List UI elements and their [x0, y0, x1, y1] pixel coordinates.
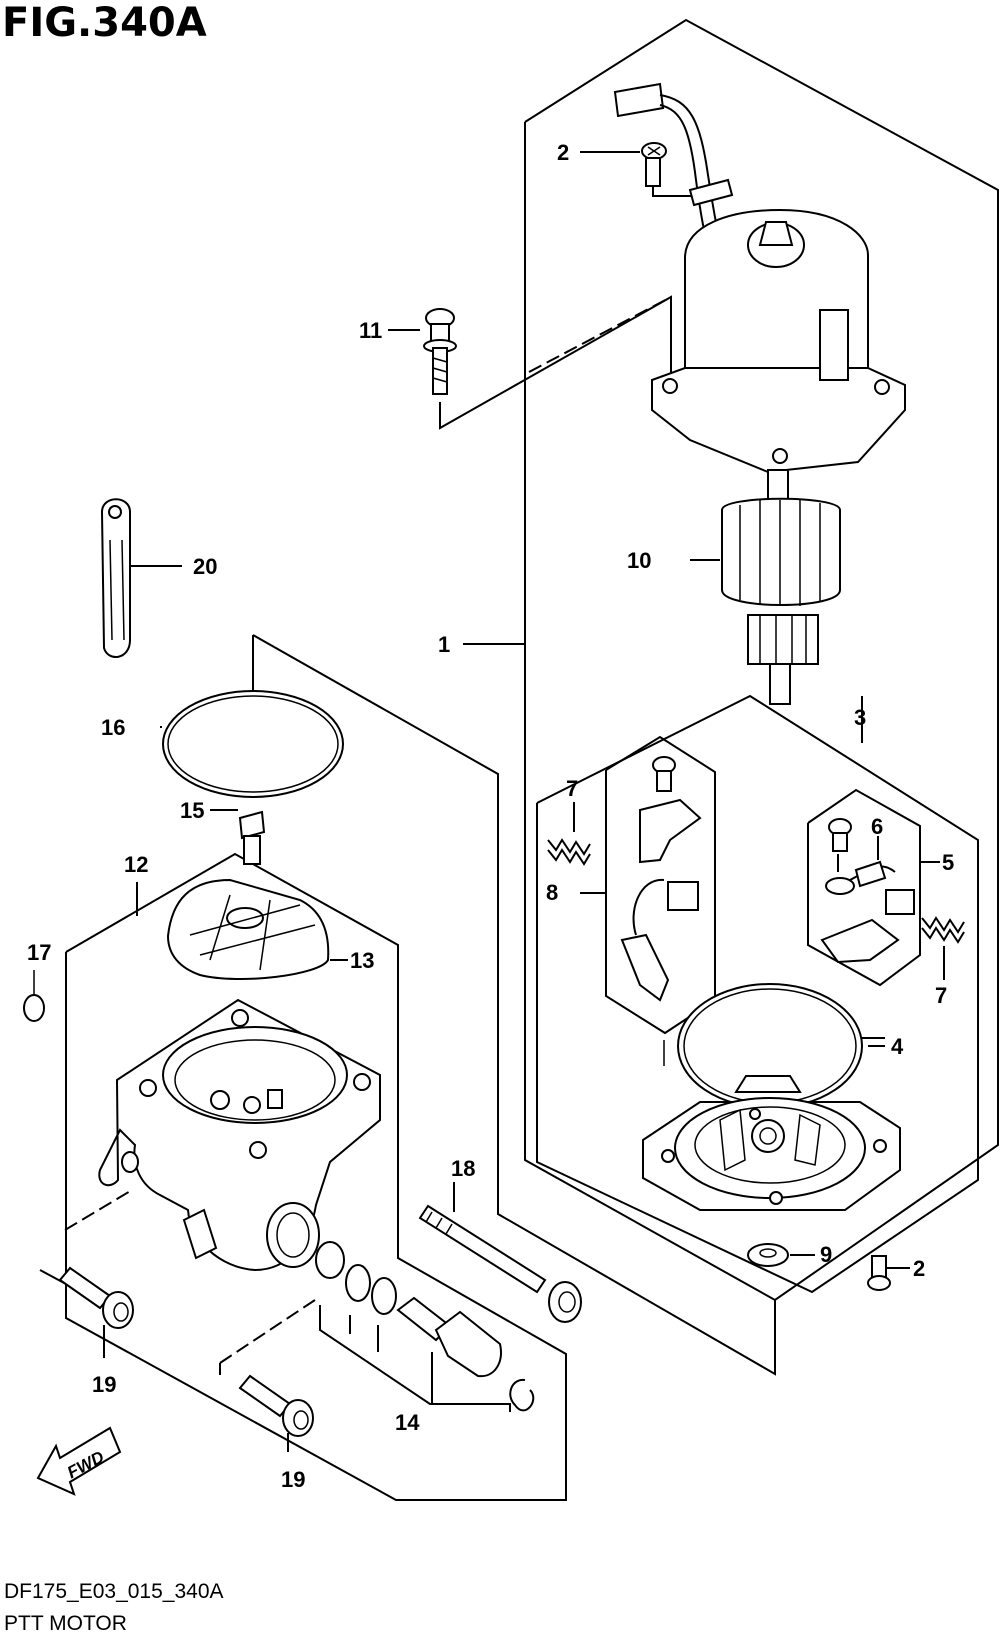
callout-4: 4 [891, 1034, 904, 1059]
motor-cap [613, 82, 906, 474]
oring-part-4 [663, 983, 885, 1109]
spring-part-7-right [921, 916, 965, 980]
callout-11: 11 [359, 318, 382, 343]
oring-part-16 [162, 690, 344, 798]
cover-plate-part-13 [166, 878, 330, 980]
callout-6: 6 [871, 814, 883, 839]
callout-15: 15 [180, 798, 204, 823]
assembly-frame-1 [463, 18, 999, 1302]
callout-2-bottom: 2 [913, 1256, 925, 1281]
callout-16: 16 [101, 715, 125, 740]
callout-3: 3 [854, 705, 866, 730]
callout-12: 12 [124, 852, 148, 877]
callout-1: 1 [438, 632, 450, 657]
bolt-part-19-right [238, 1374, 314, 1452]
pump-housing [98, 998, 381, 1272]
valve-set-part-14 [315, 1241, 535, 1412]
callout-2-top: 2 [557, 140, 569, 165]
callout-19-left: 19 [92, 1372, 116, 1397]
bolt-part-19-left [58, 1266, 134, 1358]
strap-part-20 [100, 498, 131, 658]
armature-part-10 [721, 469, 841, 705]
brush-assembly-part-5 [807, 788, 940, 987]
washer-part-9 [747, 1243, 815, 1267]
guide-lines [64, 295, 776, 1376]
bolt-part-18 [418, 1182, 582, 1323]
callout-10: 10 [627, 548, 651, 573]
callout-20: 20 [193, 554, 217, 579]
callout-8: 8 [546, 880, 558, 905]
bolt-part-11 [423, 308, 457, 395]
callout-17: 17 [27, 940, 51, 965]
spring-part-7-left [547, 802, 591, 866]
screw-part-2-bottom [867, 1255, 910, 1291]
callout-7-left: 7 [566, 776, 578, 801]
callout-18: 18 [451, 1156, 475, 1181]
oring-part-17 [23, 970, 45, 1022]
callout-labels: 1 2 2 3 4 5 6 7 7 8 9 10 11 12 13 14 15 … [27, 140, 954, 1492]
callout-14: 14 [395, 1410, 420, 1435]
assembly-frame-3 [536, 694, 979, 1294]
forward-direction-arrow: FWD [36, 1426, 122, 1496]
leader-lines [130, 151, 885, 1047]
callout-13: 13 [350, 948, 374, 973]
callout-19-right: 19 [281, 1467, 305, 1492]
figure-title: FIG.340A [2, 0, 207, 46]
brush-assembly-part-8 [580, 735, 716, 1035]
pin-part-15 [238, 810, 266, 865]
diagram-code: DF175_E03_015_340A [4, 1580, 224, 1603]
callout-5: 5 [942, 850, 954, 875]
callout-9: 9 [820, 1242, 832, 1267]
motor-base-plate [642, 1075, 901, 1211]
diagram-name: PTT MOTOR [4, 1612, 127, 1635]
callout-7-right: 7 [935, 983, 947, 1008]
